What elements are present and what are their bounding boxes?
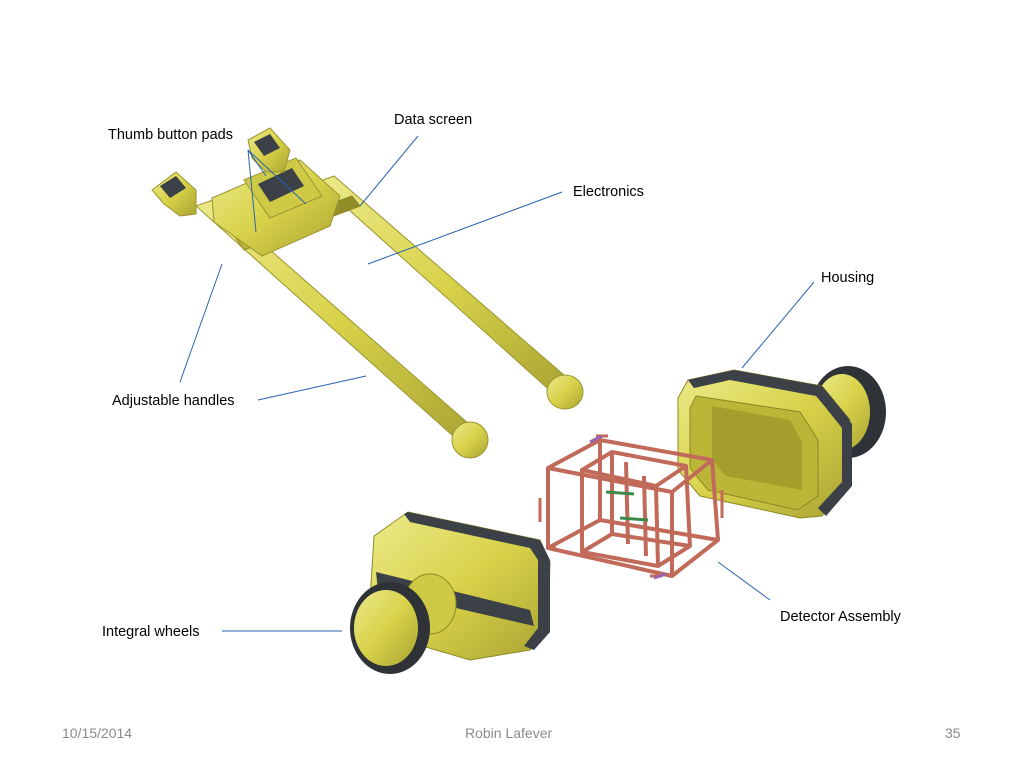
frame-accent-purple	[589, 434, 667, 580]
leader-detector-assembly	[717, 561, 771, 601]
label-thumb-button-pads: Thumb button pads	[108, 127, 233, 143]
leader-thumb-pads	[247, 149, 307, 233]
left-handle-foot	[451, 421, 489, 459]
frame-inner-top	[580, 450, 688, 488]
right-handle-foot	[546, 374, 584, 410]
label-detector-assembly: Detector Assembly	[780, 609, 901, 625]
leader-data-screen	[359, 135, 419, 207]
front-unit	[350, 511, 551, 674]
label-data-screen: Data screen	[394, 112, 473, 128]
label-adjustable-handles: Adjustable handles	[112, 393, 235, 409]
handle-assembly	[151, 127, 584, 459]
front-unit-wheel-hub	[354, 590, 418, 666]
right-handle-rod	[317, 175, 573, 397]
leader-electronics	[367, 191, 563, 265]
right-thumb-pad	[254, 134, 280, 156]
frame-bottom-loop	[546, 518, 720, 578]
housing-cavity-inner	[712, 406, 802, 490]
footer-page-number: 35	[945, 725, 961, 741]
front-unit-side-band	[524, 556, 550, 650]
data-screen-display	[258, 168, 304, 202]
housing-assembly	[677, 366, 886, 519]
label-electronics: Electronics	[573, 184, 644, 200]
detector-frame	[538, 434, 724, 578]
leader-housing	[741, 281, 815, 369]
leader-adjustable-handles	[179, 263, 367, 401]
leader-lines	[179, 135, 815, 632]
footer-author: Robin Lafever	[465, 725, 553, 741]
frame-accent-green	[605, 490, 649, 522]
label-integral-wheels: Integral wheels	[102, 624, 200, 640]
housing-dark-band	[688, 370, 850, 426]
housing-rim	[818, 392, 852, 516]
label-housing: Housing	[821, 270, 875, 286]
left-thumb-pad	[160, 176, 186, 198]
front-unit-top-band	[404, 512, 550, 560]
footer-date: 10/15/2014	[62, 725, 133, 741]
